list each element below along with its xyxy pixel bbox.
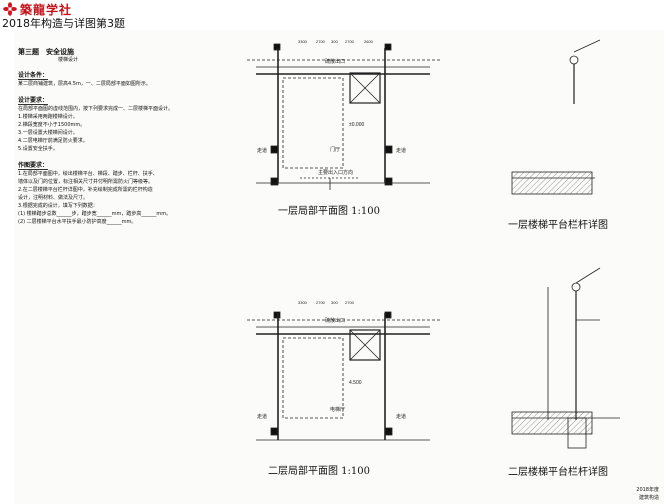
- first-detail-caption: 一层楼梯平台栏杆详图: [508, 220, 608, 231]
- section-line: 1.在局部平面图中，绘出楼梯平台、梯段、踏步、栏杆、扶手、: [18, 171, 158, 177]
- elevation-mark: 4.500: [349, 380, 362, 386]
- task-subheading: 楼梯设计: [58, 57, 79, 63]
- dim: 2700: [316, 39, 326, 44]
- section-line: 5.设置安全扶手。: [18, 146, 58, 152]
- footer-year: 2018年度: [636, 487, 659, 493]
- section-line: 某二层商铺建筑，层高4.5m，一、二层局部平面如图所示。: [18, 81, 151, 87]
- elevation-mark: ±0.000: [349, 122, 364, 128]
- section-line: 墙体以及门的位置，标注相关尺寸并付明所需防火门等级等。: [18, 179, 154, 185]
- brand-name: 築龍学社: [20, 3, 73, 17]
- plan-label: 走道: [257, 147, 267, 154]
- section-line: 3.根据完成的设计，填写下列数据：: [18, 203, 98, 209]
- second-detail-caption: 二层楼梯平台栏杆详图: [508, 467, 608, 478]
- plan-label: 电梯厅: [330, 406, 345, 413]
- section-line: (2) 二层楼梯平台水平扶手最小防护高度______mm。: [18, 219, 137, 225]
- footer-subject: 建筑构造: [638, 495, 659, 501]
- header: 築龍学社 2018年构造与详图第3题: [0, 0, 667, 30]
- second-floor-labels: 硫散出口 电梯厅 走道 走道 4.500: [257, 317, 406, 420]
- dim: 300: [331, 300, 338, 305]
- plan-label: 硫散出口: [325, 58, 345, 65]
- plan-label: 走道: [396, 147, 406, 154]
- dim: 2700: [345, 39, 355, 44]
- first-floor-dims: 3300 2700 300 2700 2600: [298, 39, 374, 44]
- plan-label: 主要出入口方向: [318, 169, 353, 176]
- dim: 2700: [345, 300, 355, 305]
- section-line: 4.二层电梯厅前满足防火要求。: [18, 138, 88, 144]
- second-floor-plan: [247, 311, 440, 441]
- first-floor-plan: [247, 43, 440, 190]
- dim: 2700: [316, 300, 326, 305]
- task-description: 第三题 安全设施 楼梯设计 设计条件：某二层商铺建筑，层高4.5m，一、二层局部…: [18, 48, 208, 227]
- section-line: 3.一层设置大楼梯间设计。: [18, 130, 78, 136]
- first-railing-detail: [511, 39, 601, 195]
- plan-label: 走道: [257, 413, 267, 420]
- plan-label: 硫散出口: [325, 317, 345, 324]
- second-railing-detail: [511, 267, 620, 449]
- section-line: 2.在二层楼梯平台栏杆详图中，补充绘制完成所需的栏杆构造: [18, 187, 153, 193]
- second-floor-dims: 3300 2700 300 2700: [298, 300, 355, 305]
- first-floor-labels: 硫散出口 门厅 走道 走道 主要出入口方向 ±0.000: [257, 58, 406, 176]
- section-line: 在局部平面图的虚线范围内，按下列要求完成一、二层楼梯平面设计。: [18, 106, 174, 112]
- section-line: 2.梯段宽度不小于1500mm。: [18, 122, 86, 128]
- second-floor-caption: 二层局部平面图 1:100: [268, 466, 370, 477]
- flower-logo-icon: [3, 2, 17, 16]
- plan-label: 门厅: [330, 146, 340, 153]
- section-title: 设计条件：: [18, 72, 49, 80]
- section-line: 1.楼梯采用两跑楼梯设计。: [18, 114, 78, 120]
- section-line: (1) 楼梯踏步总数______步，踏步宽______mm，踏步高______m…: [18, 211, 172, 217]
- dim: 2600: [364, 39, 374, 44]
- dim: 3300: [298, 39, 308, 44]
- dim: 3300: [298, 300, 308, 305]
- section-line: 设计，注明材料、做法及尺寸。: [18, 195, 89, 201]
- section-title: 设计要求：: [18, 97, 49, 105]
- task-sections: 设计条件：某二层商铺建筑，层高4.5m，一、二层局部平面如图所示。设计要求：在局…: [18, 64, 208, 226]
- dim: 300: [331, 39, 338, 44]
- first-floor-caption: 一层局部平面图 1:100: [278, 206, 380, 217]
- section-title: 作图要求：: [18, 162, 49, 170]
- task-heading: 第三题 安全设施: [18, 48, 74, 56]
- plan-label: 走道: [396, 413, 406, 420]
- page-title: 2018年构造与详图第3题: [2, 17, 125, 30]
